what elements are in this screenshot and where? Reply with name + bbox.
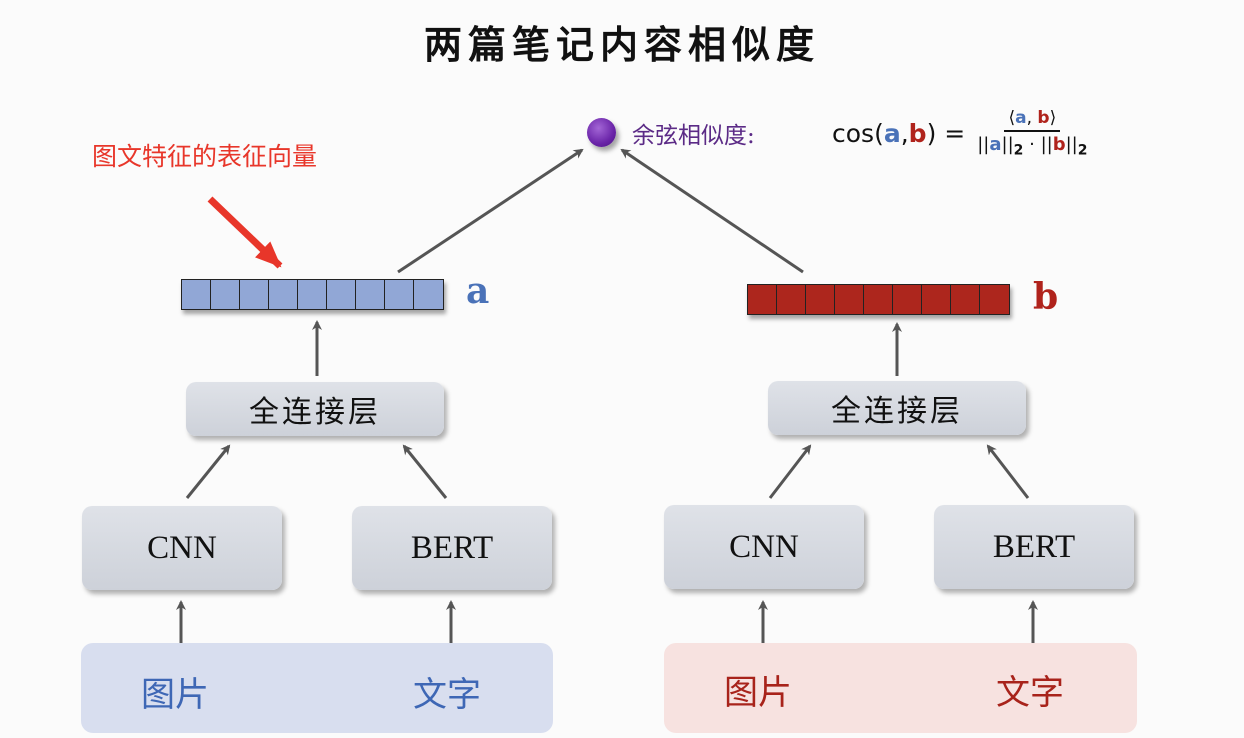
vector-cell [748, 285, 777, 314]
bert-encoder-b: BERT [934, 505, 1134, 589]
vector-cell [864, 285, 893, 314]
vector-label-b: b [1033, 276, 1059, 318]
vector-cell [777, 285, 806, 314]
fully-connected-layer-a: 全连接层 [186, 382, 444, 436]
vector-cell [922, 285, 951, 314]
formula-lhs: cos(a,b) = [832, 118, 966, 148]
arrow-bert-a-to-fc-a [402, 444, 448, 499]
vector-cell [211, 280, 240, 309]
vector-cell [356, 280, 385, 309]
vector-cell [182, 280, 211, 309]
text-input-a: 文字 [413, 675, 481, 715]
cosine-formula: cos(a,b) = ⟨a, b⟩ ||a||2 · ||b||2 [832, 108, 1088, 159]
image-input-a: 图片 [141, 675, 209, 715]
vector-cell [298, 280, 327, 309]
vector-cell [327, 280, 356, 309]
arrow-vec-b-to-similarity [620, 148, 804, 274]
vector-cell [951, 285, 980, 314]
bert-encoder-a: BERT [352, 506, 552, 590]
formula-denominator: ||a||2 · ||b||2 [977, 134, 1088, 159]
formula-fraction: ⟨a, b⟩ ||a||2 · ||b||2 [977, 108, 1087, 159]
arrow-bert-b-to-fc-b [986, 444, 1030, 499]
diagram-title: 两篇笔记内容相似度 [423, 22, 820, 67]
feature-vector-a [181, 279, 444, 310]
arrow-cnn-b-to-fc-b [768, 444, 812, 499]
input-panel-b: 图片 文字 [664, 643, 1137, 733]
annotation-arrow [207, 196, 283, 269]
vector-cell [806, 285, 835, 314]
fully-connected-layer-b: 全连接层 [768, 381, 1026, 435]
vector-cell [269, 280, 298, 309]
vector-cell [414, 280, 443, 309]
image-input-b: 图片 [724, 673, 792, 713]
text-input-b: 文字 [996, 673, 1064, 713]
vector-cell [835, 285, 864, 314]
cnn-encoder-a: CNN [82, 506, 282, 590]
vector-cell [385, 280, 414, 309]
vector-cell [893, 285, 922, 314]
arrow-vec-a-to-similarity [397, 148, 584, 274]
similarity-node [587, 118, 616, 147]
cnn-encoder-b: CNN [664, 505, 864, 589]
input-panel-a: 图片 文字 [81, 643, 553, 733]
vector-label-a: a [466, 270, 490, 312]
arrow-cnn-a-to-fc-a [185, 444, 231, 499]
vector-cell [240, 280, 269, 309]
feature-vector-b [747, 284, 1010, 315]
vector-cell [980, 285, 1009, 314]
cosine-similarity-label: 余弦相似度: [632, 123, 755, 149]
formula-numerator: ⟨a, b⟩ [1004, 108, 1061, 132]
annotation-label: 图文特征的表征向量 [92, 142, 318, 171]
